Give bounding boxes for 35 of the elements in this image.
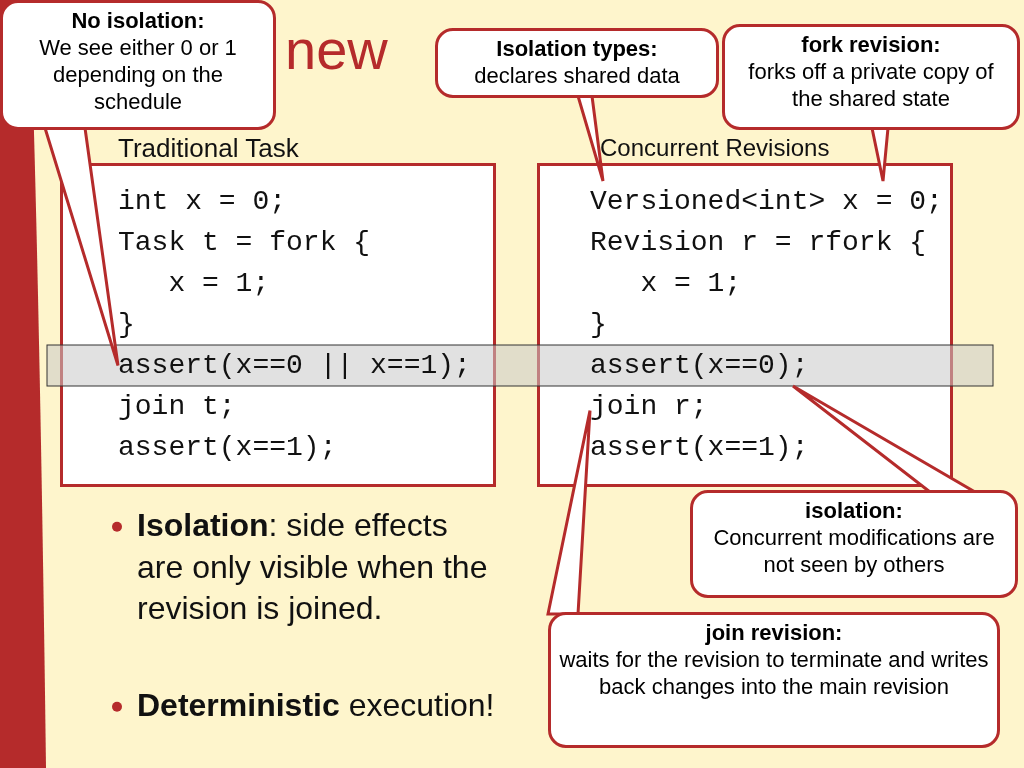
code-line: assert(x==1); bbox=[590, 427, 809, 468]
callout-pointer bbox=[546, 409, 592, 616]
callout-bubble bbox=[690, 490, 1018, 598]
callout-heading: Isolation types: bbox=[495, 35, 659, 62]
code-line: } bbox=[590, 304, 607, 345]
callout-heading: No isolation: bbox=[70, 7, 206, 34]
callout-bubble bbox=[435, 28, 719, 98]
code-line: } bbox=[118, 304, 135, 345]
code-line: join r; bbox=[590, 386, 708, 427]
code-line: assert(x==0 || x==1); bbox=[118, 345, 471, 386]
code-line: x = 1; bbox=[118, 263, 270, 304]
callout-bubble bbox=[548, 612, 1000, 748]
code-line: assert(x==0); bbox=[590, 345, 809, 386]
callout-heading: join revision: bbox=[704, 619, 844, 646]
panel-heading: Concurrent Revisions bbox=[600, 133, 830, 163]
bullet-text: Isolation: side effects are only visible when the revision is joined. bbox=[137, 506, 489, 629]
callout-heading: isolation: bbox=[804, 497, 904, 524]
callout-bubble bbox=[722, 24, 1020, 130]
callout-text: We see either 0 or 1 depending on the schedule bbox=[38, 34, 238, 115]
code-line: assert(x==1); bbox=[118, 427, 337, 468]
slide-title: new bbox=[285, 17, 388, 83]
callout-heading: fork revision: bbox=[800, 31, 942, 58]
panel-heading: Traditional Task bbox=[118, 132, 299, 165]
callout-text: declares shared data bbox=[473, 62, 681, 89]
callout-bubble bbox=[0, 0, 276, 130]
callout-text: Concurrent modifications are not seen by others bbox=[712, 524, 996, 578]
callout-text: waits for the revision to terminate and writes back changes into the main revision bbox=[558, 646, 990, 700]
callout-text: forks off a private copy of the shared state bbox=[747, 58, 995, 112]
code-line: int x = 0; bbox=[118, 181, 287, 222]
code-line: x = 1; bbox=[590, 263, 742, 304]
code-line: Task t = fork { bbox=[118, 222, 371, 263]
code-line: Revision r = rfork { bbox=[590, 222, 927, 263]
code-line: join t; bbox=[118, 386, 236, 427]
code-line: Versioned<int> x = 0; bbox=[590, 181, 943, 222]
bullet-text: Deterministic execution! bbox=[137, 686, 496, 725]
